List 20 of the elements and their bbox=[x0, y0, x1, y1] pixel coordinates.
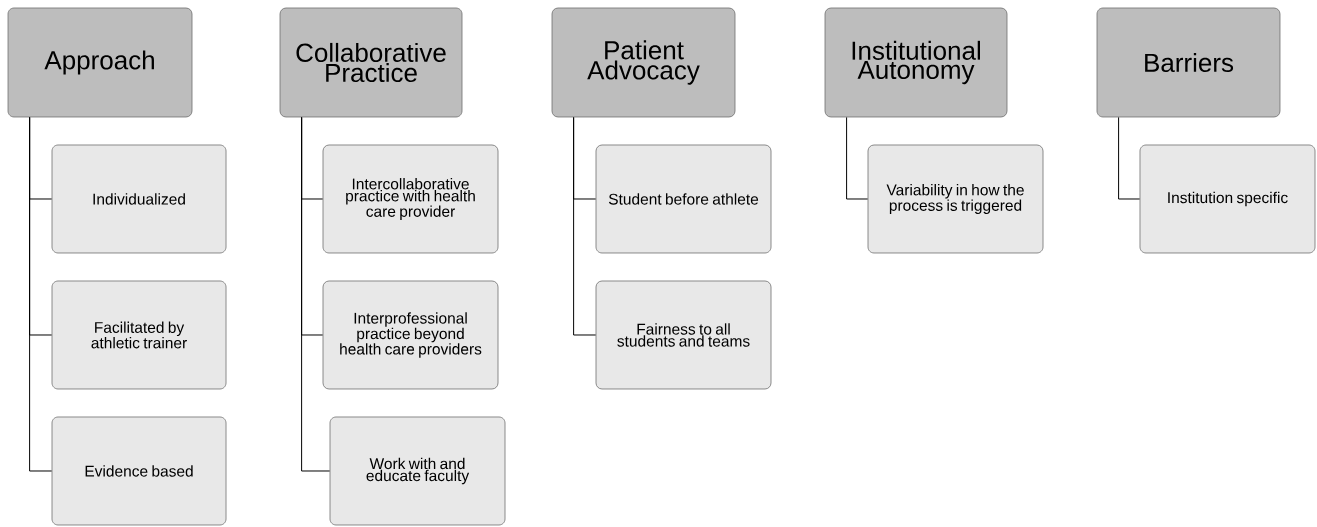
theme-box: Work with and educate faculty bbox=[329, 416, 506, 526]
connector-line bbox=[301, 116, 331, 472]
connector-line bbox=[573, 116, 597, 336]
category-box: Patient Advocacy bbox=[551, 7, 736, 118]
theme-box: Student before athlete bbox=[595, 144, 772, 254]
theme-box: Individualized bbox=[51, 144, 227, 254]
theme-box: Intercollaborative practice with health care provider bbox=[322, 144, 499, 254]
theme-box: Facilitated by athletic trainer bbox=[51, 280, 227, 390]
theme-box: Fairness to all students and teams bbox=[595, 280, 772, 390]
theme-box: Evidence based bbox=[51, 416, 227, 526]
connector-line bbox=[29, 116, 53, 472]
theme-box: Institution specific bbox=[1139, 144, 1316, 254]
theme-box: Variability in how the process is triggered bbox=[867, 144, 1044, 254]
connector-line bbox=[846, 116, 869, 200]
category-box: Collaborative Practice bbox=[279, 7, 463, 118]
theme-box: Interprofessional practice beyond health care providers bbox=[322, 280, 499, 390]
category-box: Institutional Autonomy bbox=[824, 7, 1008, 118]
connector-line bbox=[1118, 116, 1141, 200]
category-box: Approach bbox=[7, 7, 193, 118]
category-box: Barriers bbox=[1096, 7, 1281, 118]
